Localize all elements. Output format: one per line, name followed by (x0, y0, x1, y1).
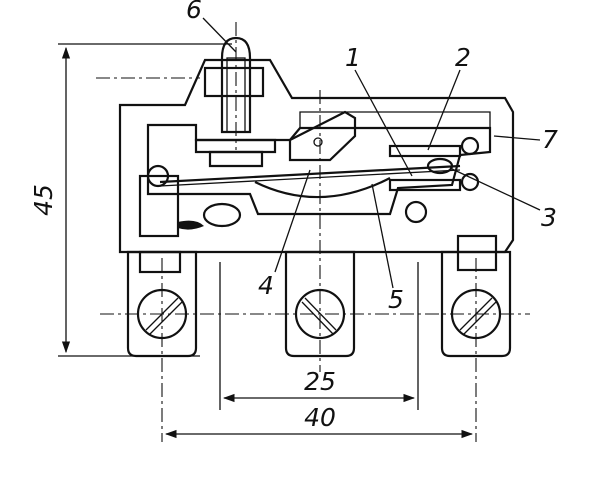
dimension-outer-span-label: 40 (304, 403, 336, 432)
callout-leaders (202, 17, 541, 289)
fixed-contacts (388, 136, 480, 192)
actuator-lever (288, 110, 357, 162)
callout-7: 7 (542, 125, 558, 154)
callout-4: 4 (258, 271, 274, 300)
callout-3: 3 (541, 203, 557, 232)
dimension-height-label: 45 (29, 184, 58, 216)
dimension-height: 45 (29, 43, 232, 357)
axis-lines (96, 22, 530, 442)
callout-1: 1 (345, 43, 361, 72)
dimension-inner-span: 25 (219, 262, 419, 410)
callout-5: 5 (388, 285, 404, 314)
callout-6: 6 (186, 0, 202, 24)
left-terminal-post (138, 164, 428, 238)
dimension-outer-span: 40 (164, 403, 474, 439)
callout-2: 2 (455, 43, 471, 72)
dimension-inner-span-label: 25 (304, 367, 336, 396)
